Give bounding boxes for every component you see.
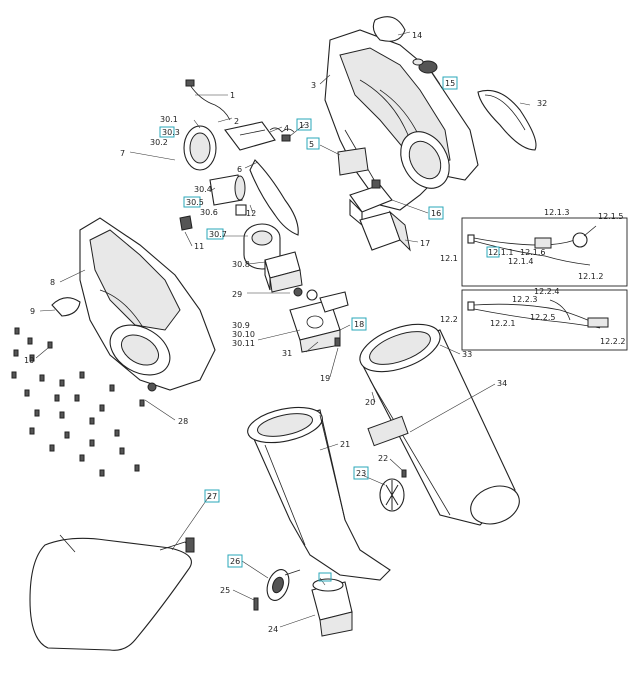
part-spring-4 — [269, 127, 295, 133]
label-24: 24 — [268, 625, 278, 634]
part-housing-left-8 — [79, 217, 216, 392]
label-12-1-3: 12.1.3 — [544, 208, 569, 217]
label-14: 14 — [412, 31, 422, 40]
part-brush-holder — [224, 121, 276, 151]
label-30-7: 30.7 — [209, 230, 227, 239]
part-screw-25 — [253, 597, 259, 611]
label-6: 6 — [237, 165, 242, 174]
label-29: 29 — [232, 290, 242, 299]
part-cable-1 — [185, 79, 231, 121]
part-rotor-30-4 — [209, 174, 246, 206]
label-25: 25 — [220, 586, 230, 595]
part-wheel-26 — [266, 569, 301, 601]
part-knob-15 — [412, 58, 438, 74]
part-cover-9 — [51, 297, 81, 317]
label-20: 20 — [365, 398, 375, 407]
screw-set — [11, 327, 145, 477]
part-band-32 — [477, 89, 537, 151]
part-tube-21 — [247, 406, 391, 581]
part-key-11 — [179, 215, 193, 231]
label-10: 10 — [24, 356, 34, 365]
label-12-2-4: 12.2.4 — [534, 287, 559, 296]
part-bearing-29 — [293, 287, 318, 301]
part-label-34 — [367, 415, 409, 447]
part-collection-bag-27 — [29, 534, 195, 651]
label-23: 23 — [356, 469, 366, 478]
label-34: 34 — [497, 379, 507, 388]
callout-labels: 1 2 3 4 5 6 7 8 9 10 11 12 13 14 15 16 1… — [24, 31, 625, 634]
label-19: 19 — [320, 374, 330, 383]
label-30-11: 30.11 — [232, 339, 255, 348]
label-17: 17 — [420, 239, 430, 248]
label-32: 32 — [537, 99, 547, 108]
part-label-plate-14 — [372, 16, 406, 42]
part-switch-housing-17 — [359, 210, 411, 252]
part-housing-upper — [324, 29, 479, 211]
label-3: 3 — [311, 81, 316, 90]
label-12-2-1: 12.2.1 — [490, 319, 515, 328]
label-12-2-5: 12.2.5 — [530, 313, 555, 322]
label-30-6: 30.6 — [200, 208, 218, 217]
label-28: 28 — [178, 417, 188, 426]
label-15: 15 — [445, 79, 455, 88]
label-9: 9 — [30, 307, 35, 316]
part-fan-30-8 — [264, 251, 303, 293]
label-1: 1 — [230, 91, 235, 100]
label-12-1-4: 12.1.4 — [508, 257, 533, 266]
label-31: 31 — [282, 349, 292, 358]
part-clip-13 — [281, 134, 291, 142]
label-12-1: 12.1 — [440, 254, 458, 263]
label-30-1: 30.1 — [160, 115, 178, 124]
part-impeller-23 — [379, 478, 405, 512]
label-2: 2 — [234, 117, 239, 126]
label-30-3: 30.3 — [162, 128, 180, 137]
label-12: 12 — [246, 209, 256, 218]
label-12-1-5: 12.1.5 — [598, 212, 623, 221]
part-shaft-30-6 — [235, 204, 247, 216]
label-11: 11 — [194, 242, 204, 251]
label-21: 21 — [340, 440, 350, 449]
label-27: 27 — [207, 492, 217, 501]
part-plate-5 — [337, 147, 369, 176]
part-lever-12 — [249, 159, 299, 236]
label-13: 13 — [299, 121, 309, 130]
label-30-2: 30.2 — [150, 138, 168, 147]
label-12-1-1: 12.1.1 — [488, 248, 513, 257]
label-30-4: 30.4 — [194, 185, 212, 194]
part-nozzle-24 — [311, 578, 353, 637]
label-30-8: 30.8 — [232, 260, 250, 269]
part-screw-22 — [401, 469, 407, 478]
label-12-2-2: 12.2.2 — [600, 337, 625, 346]
part-screw-19 — [334, 337, 341, 347]
label-12-2-3: 12.2.3 — [512, 295, 537, 304]
label-4: 4 — [284, 124, 289, 133]
part-gearbox-30-9 — [289, 291, 349, 353]
label-30-9: 30.9 — [232, 321, 250, 330]
part-tube-33 — [359, 323, 520, 526]
label-12-2: 12.2 — [440, 315, 458, 324]
label-8: 8 — [50, 278, 55, 287]
label-33: 33 — [462, 350, 472, 359]
highlight-boxes — [159, 76, 500, 582]
label-12-1-2: 12.1.2 — [578, 272, 603, 281]
leader-lines — [35, 31, 531, 628]
label-26: 26 — [230, 557, 240, 566]
label-30-5: 30.5 — [186, 198, 204, 207]
label-22: 22 — [378, 454, 388, 463]
label-12-1-6: 12.1.6 — [520, 248, 545, 257]
part-motor-cap-30-1 — [183, 125, 217, 171]
label-30-10: 30.10 — [232, 330, 255, 339]
label-16: 16 — [431, 209, 441, 218]
label-5: 5 — [309, 140, 314, 149]
label-7: 7 — [120, 149, 125, 158]
wiring-inset-12-2 — [461, 289, 628, 351]
label-18: 18 — [354, 320, 364, 329]
